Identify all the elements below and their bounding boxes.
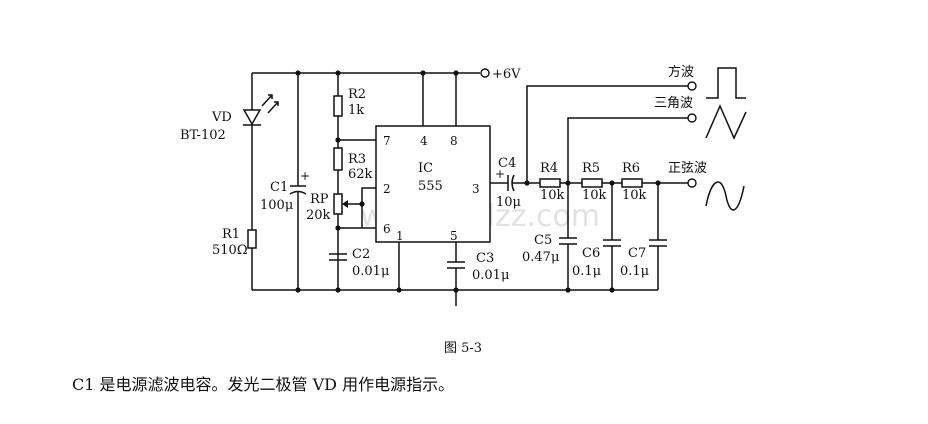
triangle-wave-icon (705, 104, 747, 140)
r3-ref-label: R3 (348, 152, 366, 167)
r3-resistor (333, 147, 343, 194)
r1-resistor (247, 229, 257, 290)
c2-ref-label: C2 (352, 247, 370, 262)
c4-value-label: 10μ (496, 195, 521, 210)
r5-value-label: 10k (582, 188, 607, 203)
c3-ref-label: C3 (476, 251, 494, 266)
pin2-pin6-link (361, 204, 376, 229)
r6-ref-label: R6 (622, 161, 640, 176)
ic-pin-5: 5 (450, 229, 458, 243)
vd-ref-label: VD (211, 110, 232, 125)
c1-value-label: 100μ (260, 198, 293, 213)
c3-value-label: 0.01μ (472, 268, 509, 283)
supply-label: +6V (492, 67, 521, 82)
c7-ref-label: C7 (628, 246, 646, 261)
sine-wave-icon (705, 181, 745, 211)
c2-capacitor (329, 253, 347, 261)
vd-part-label: BT-102 (180, 128, 226, 143)
c2-value-label: 0.01μ (352, 264, 389, 279)
c7-capacitor (649, 183, 667, 290)
ic-pin-6: 6 (383, 222, 391, 236)
r5-ref-label: R5 (582, 161, 600, 176)
c1-capacitor (289, 73, 307, 290)
r3-value-label: 62k (348, 167, 373, 182)
r2-resistor (333, 73, 343, 148)
ic-pin-7: 7 (383, 134, 391, 148)
r4-value-label: 10k (540, 188, 565, 203)
rp-value-label: 20k (306, 208, 331, 223)
ic-555 (375, 125, 491, 243)
sine-label: 正弦波 (668, 160, 707, 176)
ic-part-label: 555 (418, 179, 443, 194)
figure-label: 图 5-3 (444, 341, 482, 356)
c7-value-label: 0.1μ (620, 264, 649, 279)
r1-ref-label: R1 (222, 227, 240, 242)
r2-value-label: 1k (348, 103, 364, 118)
ic-name-label: IC (418, 161, 433, 176)
rp-ref-label: RP (310, 192, 329, 207)
ic-supply-wires (422, 73, 457, 126)
c1-ref-label: C1 (270, 180, 288, 195)
square-output-wire (526, 85, 688, 183)
junction-dots (295, 70, 661, 293)
vd-led (242, 73, 279, 230)
square-terminal[interactable] (687, 81, 697, 91)
c3-capacitor (447, 242, 465, 290)
sine-terminal[interactable] (687, 178, 697, 188)
ic-pin-4: 4 (420, 134, 428, 148)
r6-value-label: 10k (622, 188, 647, 203)
ic-pin-2: 2 (383, 182, 391, 196)
c6-value-label: 0.1μ (572, 264, 601, 279)
caption-text: C1 是电源滤波电容。发光二极管 VD 用作电源指示。 (72, 375, 454, 394)
r4-ref-label: R4 (540, 161, 558, 176)
c6-capacitor (603, 183, 621, 290)
ic-pin-8: 8 (450, 134, 458, 148)
supply-terminal[interactable] (480, 68, 490, 78)
r4-resistor (527, 178, 582, 188)
triangle-label: 三角波 (654, 96, 693, 111)
c1-polarity: + (300, 169, 310, 183)
square-wave-icon (706, 67, 746, 99)
triangle-terminal[interactable] (687, 113, 697, 123)
ic-pin-1: 1 (396, 229, 404, 243)
r2-ref-label: R2 (348, 87, 366, 102)
r6-resistor (621, 178, 688, 188)
r1-value-label: 510Ω (212, 243, 248, 258)
c4-ref-label: C4 (498, 156, 516, 171)
square-label: 方波 (668, 64, 694, 80)
c5-ref-label: C5 (534, 233, 552, 248)
c5-value-label: 0.47μ (522, 250, 559, 265)
c6-ref-label: C6 (582, 246, 600, 261)
r5-resistor (581, 178, 622, 188)
c4-polarity: + (495, 167, 505, 181)
c5-capacitor (559, 183, 577, 290)
triangle-output-wire (567, 117, 688, 183)
ic-pin-3: 3 (472, 182, 480, 196)
